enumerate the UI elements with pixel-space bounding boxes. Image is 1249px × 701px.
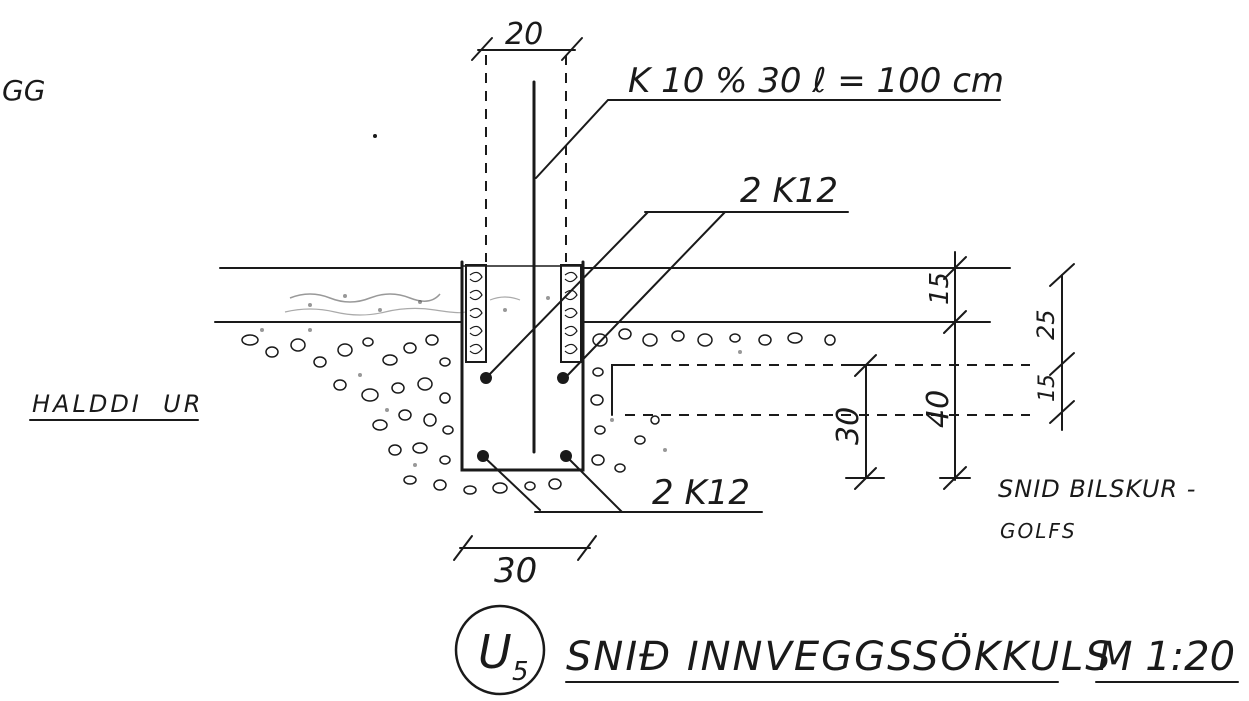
bottom-rebar-leader-right <box>565 455 623 513</box>
slab-concrete-texture <box>284 293 550 316</box>
bottom-rebar-label: 2 K12 <box>652 473 750 513</box>
garage-floor-step <box>611 364 1030 416</box>
gravel-fill <box>241 328 836 495</box>
detail-marker-letter: U <box>478 625 512 679</box>
edge-insulation-left <box>465 264 487 363</box>
bottom-width-label: 30 <box>494 551 537 591</box>
rebar-top-right <box>557 372 569 384</box>
vertical-rebar-leader <box>535 99 1001 179</box>
footing-outline <box>460 260 585 472</box>
top-rebar-leader-left <box>485 211 649 379</box>
insulation-hatch <box>469 271 578 355</box>
dimension-25-label: 25 <box>1032 309 1060 340</box>
dimension-40-label: 40 <box>921 390 956 428</box>
stray-dot <box>373 134 377 138</box>
garage-section-label-line2: GOLFS <box>1000 519 1077 543</box>
dimension-15-right-label: 15 <box>1035 374 1060 402</box>
drawing-title: SNIÐ INNVEGGSSÖKKULS <box>566 632 1113 680</box>
dimension-30-vertical: 30 <box>831 354 885 490</box>
top-rebar-leader-right <box>564 211 726 379</box>
edge-insulation-right <box>560 264 582 363</box>
rebar-top-left <box>480 372 492 384</box>
vertical-rebar-label: K 10 % 30 ℓ = 100 cm <box>628 61 1004 101</box>
dimension-30-label: 30 <box>831 407 866 445</box>
top-dimension-label: 20 <box>505 17 543 52</box>
bottom-rebar-leader-left <box>482 455 541 511</box>
detail-marker: U 5 <box>454 604 546 696</box>
gravel-dots <box>260 328 742 467</box>
dimension-15-slab-label: 15 <box>925 272 955 305</box>
detail-marker-subscript: 5 <box>512 657 529 687</box>
dimension-depth-main: 15 40 <box>921 251 971 490</box>
left-material-label: HALDDI UR <box>32 390 203 418</box>
dimension-right-stack: 25 15 <box>1032 263 1075 431</box>
top-rebar-label: 2 K12 <box>740 171 838 211</box>
top-dimension: 20 <box>471 17 583 61</box>
bottom-width-dimension: 30 <box>453 535 597 591</box>
drawing-scale: M 1:20 <box>1098 634 1235 680</box>
garage-section-label-line1: SNID BILSKUR - <box>998 475 1196 503</box>
corner-fragment-text: GG <box>2 74 45 107</box>
